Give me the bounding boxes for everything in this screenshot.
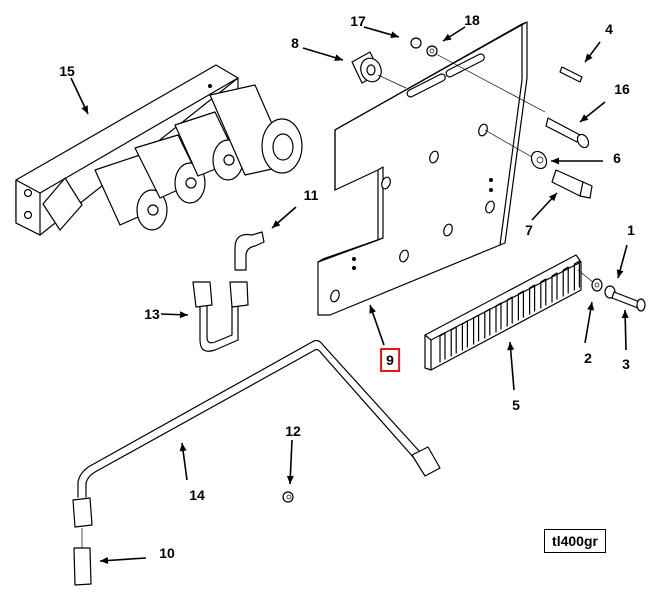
callout-13[interactable]: 13: [144, 306, 160, 322]
terminal-rib: [551, 272, 558, 303]
arrowhead-icon: [272, 220, 281, 228]
arrowhead-icon: [548, 193, 557, 202]
callout-15[interactable]: 15: [59, 63, 75, 79]
leader-line-5: [509, 341, 515, 391]
callout-16[interactable]: 16: [614, 81, 630, 97]
callout-9[interactable]: 9: [380, 348, 400, 372]
nut-part: [282, 491, 294, 503]
terminal-rib: [540, 278, 547, 309]
long-tube-part: [72, 339, 441, 528]
solenoid-valve-manifold-part: [15, 64, 303, 236]
terminal-block-part: [424, 254, 582, 371]
arrowhead-icon: [286, 475, 294, 484]
callout-3[interactable]: 3: [622, 356, 630, 372]
figure-tag: tl400gr: [544, 529, 606, 553]
callout-10[interactable]: 10: [159, 545, 175, 561]
terminal-rib: [473, 314, 480, 345]
terminal-rib: [506, 296, 513, 327]
arrowhead-icon: [551, 157, 559, 165]
callout-17[interactable]: 17: [350, 13, 366, 29]
terminal-block-ribs: [439, 260, 580, 363]
arrowhead-icon: [621, 310, 629, 319]
callout-5[interactable]: 5: [512, 397, 520, 413]
mounting-plate-part: [317, 21, 528, 316]
bolt-part: [545, 117, 590, 149]
terminal-rib: [562, 266, 569, 297]
fitting-part: [73, 528, 92, 586]
callout-12[interactable]: 12: [285, 423, 301, 439]
callout-4[interactable]: 4: [605, 21, 613, 37]
arrowhead-icon: [81, 105, 88, 114]
washer-bolt-part: [484, 129, 593, 199]
arrowhead-icon: [179, 311, 188, 319]
leader-arrows: [70, 26, 629, 564]
callout-8[interactable]: 8: [291, 35, 299, 51]
arrowhead-icon: [580, 114, 589, 122]
callout-18[interactable]: 18: [464, 12, 480, 28]
solenoid-coil-2: [134, 134, 206, 204]
terminal-rib: [529, 284, 536, 315]
callout-2[interactable]: 2: [584, 350, 592, 366]
arrowhead-icon: [616, 269, 624, 278]
spacer-part: [351, 51, 407, 89]
arrowhead-icon: [443, 33, 452, 41]
arrowhead-icon: [507, 342, 515, 351]
pin-part: [559, 66, 583, 83]
terminal-rib: [450, 326, 457, 357]
arrowhead-icon: [100, 556, 109, 564]
terminal-rib: [461, 320, 468, 351]
terminal-rib: [484, 308, 491, 339]
solenoid-coil-4: [209, 84, 303, 176]
arrowhead-icon: [369, 305, 376, 314]
arrowhead-icon: [585, 53, 593, 62]
terminal-rib: [439, 332, 446, 363]
arrowhead-icon: [390, 31, 399, 39]
solenoid-coil-3: [174, 111, 244, 181]
callout-6[interactable]: 6: [613, 150, 621, 166]
callout-14[interactable]: 14: [189, 487, 205, 503]
terminal-rib: [573, 260, 580, 291]
screw-washer-part: [577, 269, 646, 312]
arrowhead-icon: [587, 302, 595, 311]
nut-washer-part: [410, 37, 546, 113]
callout-7[interactable]: 7: [525, 222, 533, 238]
callout-1[interactable]: 1: [627, 222, 635, 238]
arrowhead-icon: [334, 54, 343, 62]
callout-11[interactable]: 11: [303, 187, 319, 203]
arrowhead-icon: [179, 443, 187, 452]
terminal-rib: [495, 302, 502, 333]
terminal-rib: [517, 290, 524, 321]
u-tube-part: [192, 281, 249, 352]
elbow-fitting-part: [234, 231, 265, 271]
